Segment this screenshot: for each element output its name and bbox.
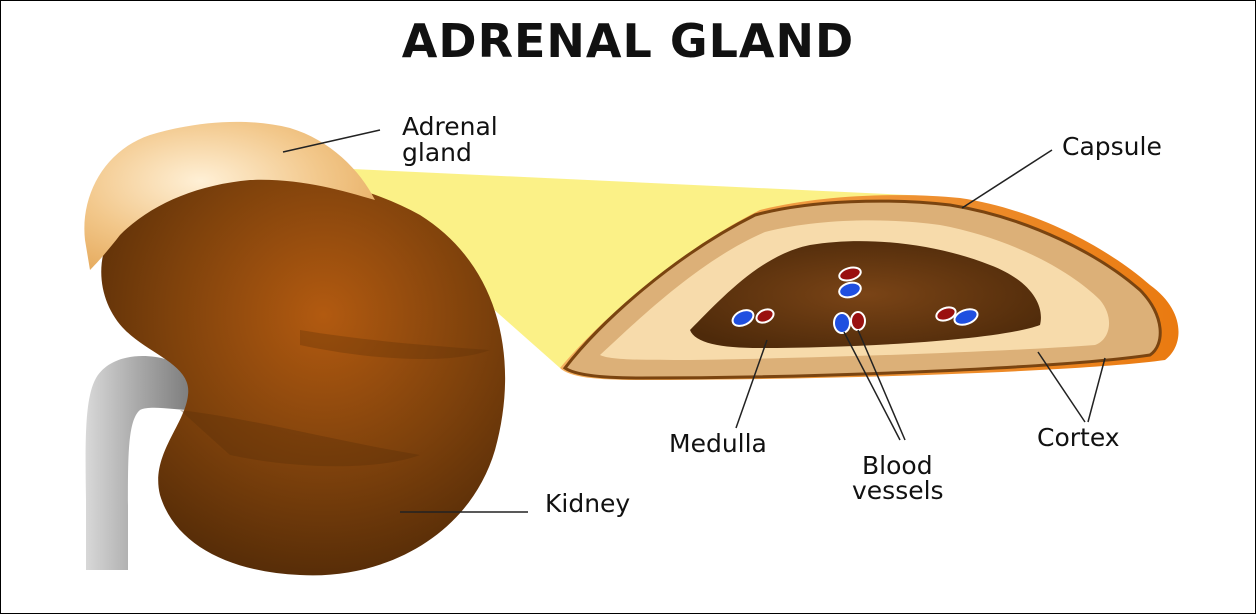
leader-capsule (962, 150, 1052, 208)
label-blood-line2: vessels (852, 477, 944, 504)
label-medulla: Medulla (669, 430, 767, 457)
label-adrenal-gland-line2: gland (402, 139, 472, 166)
label-adrenal-gland-line1: Adrenal (402, 113, 498, 140)
page-title: ADRENAL GLAND (0, 14, 1256, 68)
leader-cortex-2 (1088, 358, 1105, 422)
label-blood-line1: Blood (862, 452, 933, 479)
label-kidney: Kidney (545, 490, 630, 517)
label-capsule: Capsule (1062, 133, 1162, 160)
label-cortex: Cortex (1037, 424, 1120, 451)
